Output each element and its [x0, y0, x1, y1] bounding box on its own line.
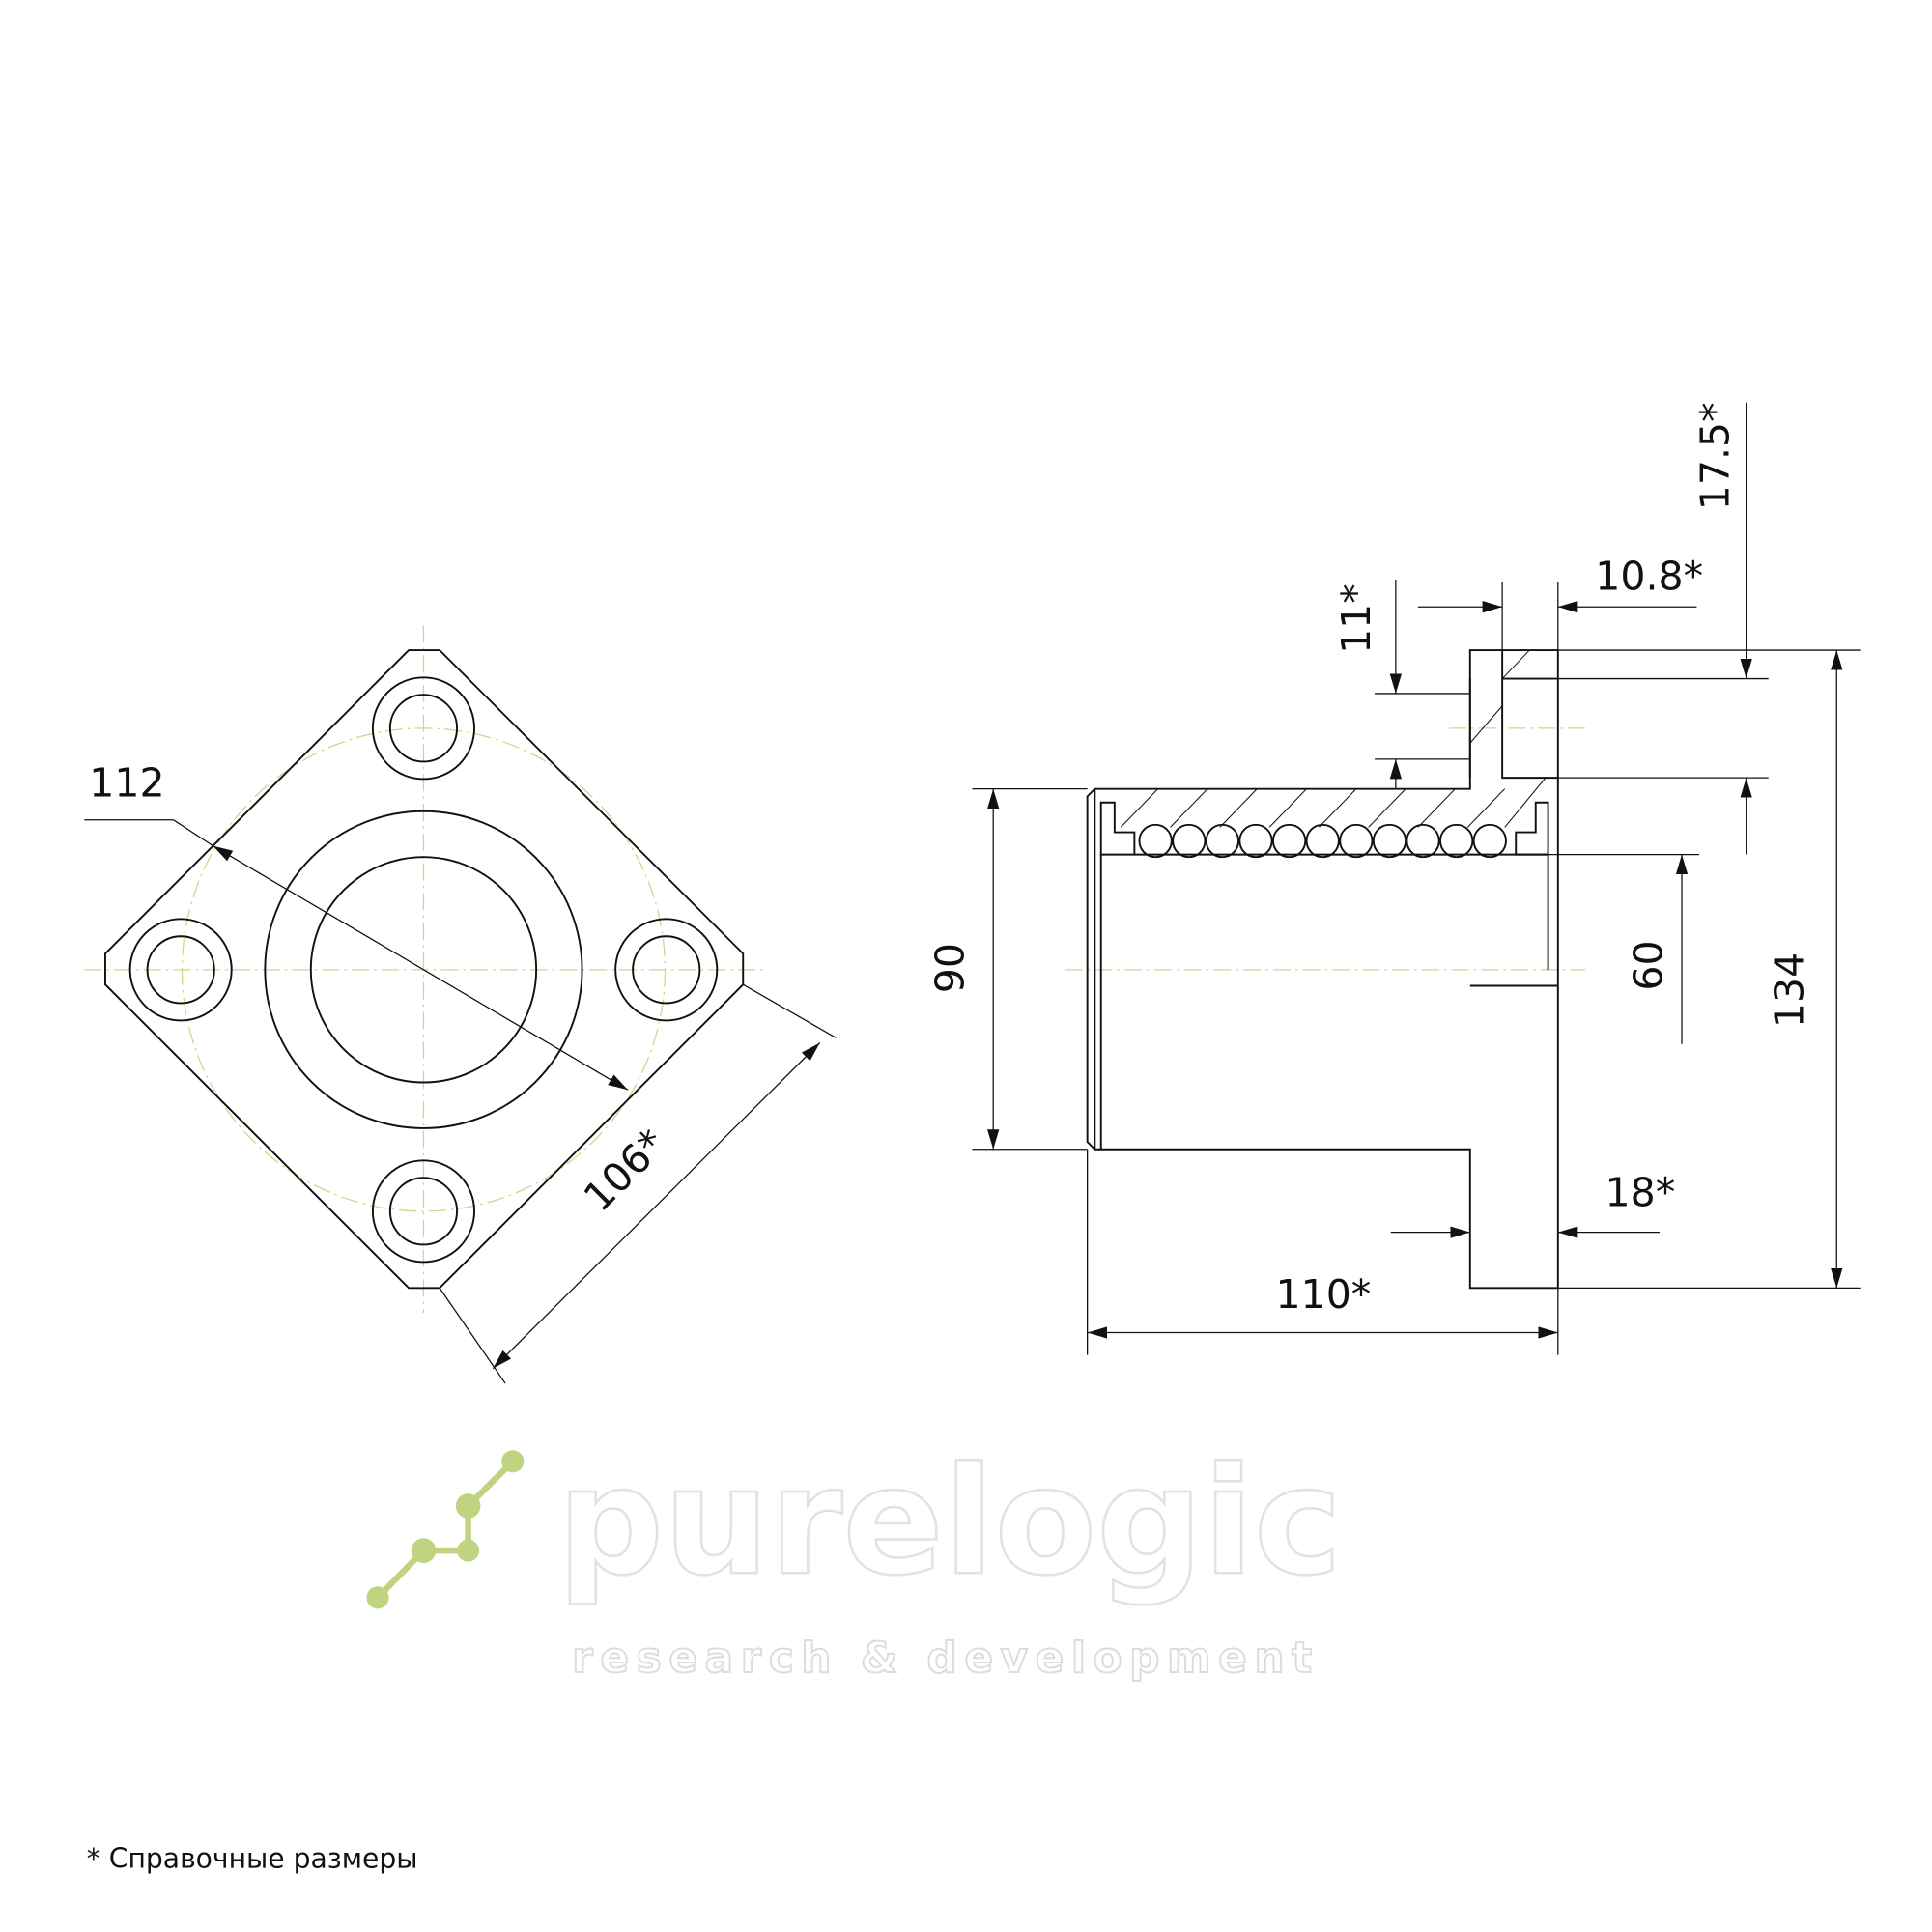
- dimension-17-5: 17.5*: [1502, 402, 1769, 855]
- dimension-label: 90: [926, 943, 973, 993]
- dimension-label: 110*: [1276, 1271, 1372, 1318]
- dimension-110: 110*: [1087, 1149, 1559, 1355]
- dimension-90: 90: [926, 788, 1088, 1151]
- dimension-label: 10.8*: [1595, 553, 1703, 599]
- dimension-label: 11*: [1333, 583, 1379, 654]
- dimension-label: 112: [89, 759, 164, 806]
- mounting-holes: [128, 676, 719, 1264]
- footnote: * Справочные размеры: [87, 1842, 418, 1874]
- side-view: 90 60 134 110* 18* 10.8*: [926, 402, 1861, 1355]
- dimension-134: 134: [1557, 649, 1861, 1289]
- watermark-tagline: research & development: [572, 1634, 1319, 1683]
- dimension-18: 18*: [1390, 1170, 1676, 1238]
- dimension-label: 17.5*: [1692, 402, 1739, 510]
- dimension-label: 60: [1626, 940, 1672, 990]
- ball-row: [1138, 823, 1507, 859]
- dimension-106: 106*: [439, 983, 837, 1384]
- dimension-10-8: 10.8*: [1417, 553, 1703, 679]
- front-view: 112 106*: [84, 625, 837, 1384]
- watermark-brand: purelogic: [557, 1435, 1342, 1608]
- hatching: [1120, 649, 1547, 828]
- dimension-label: 18*: [1605, 1170, 1676, 1216]
- dimension-60: 60: [1511, 853, 1699, 1044]
- dimension-112: 112: [84, 759, 629, 1091]
- dimension-label: 134: [1767, 952, 1813, 1028]
- dimension-11: 11*: [1333, 580, 1470, 789]
- dimension-label: 106*: [575, 1121, 675, 1221]
- watermark-logo: purelogic research & development: [366, 1435, 1343, 1684]
